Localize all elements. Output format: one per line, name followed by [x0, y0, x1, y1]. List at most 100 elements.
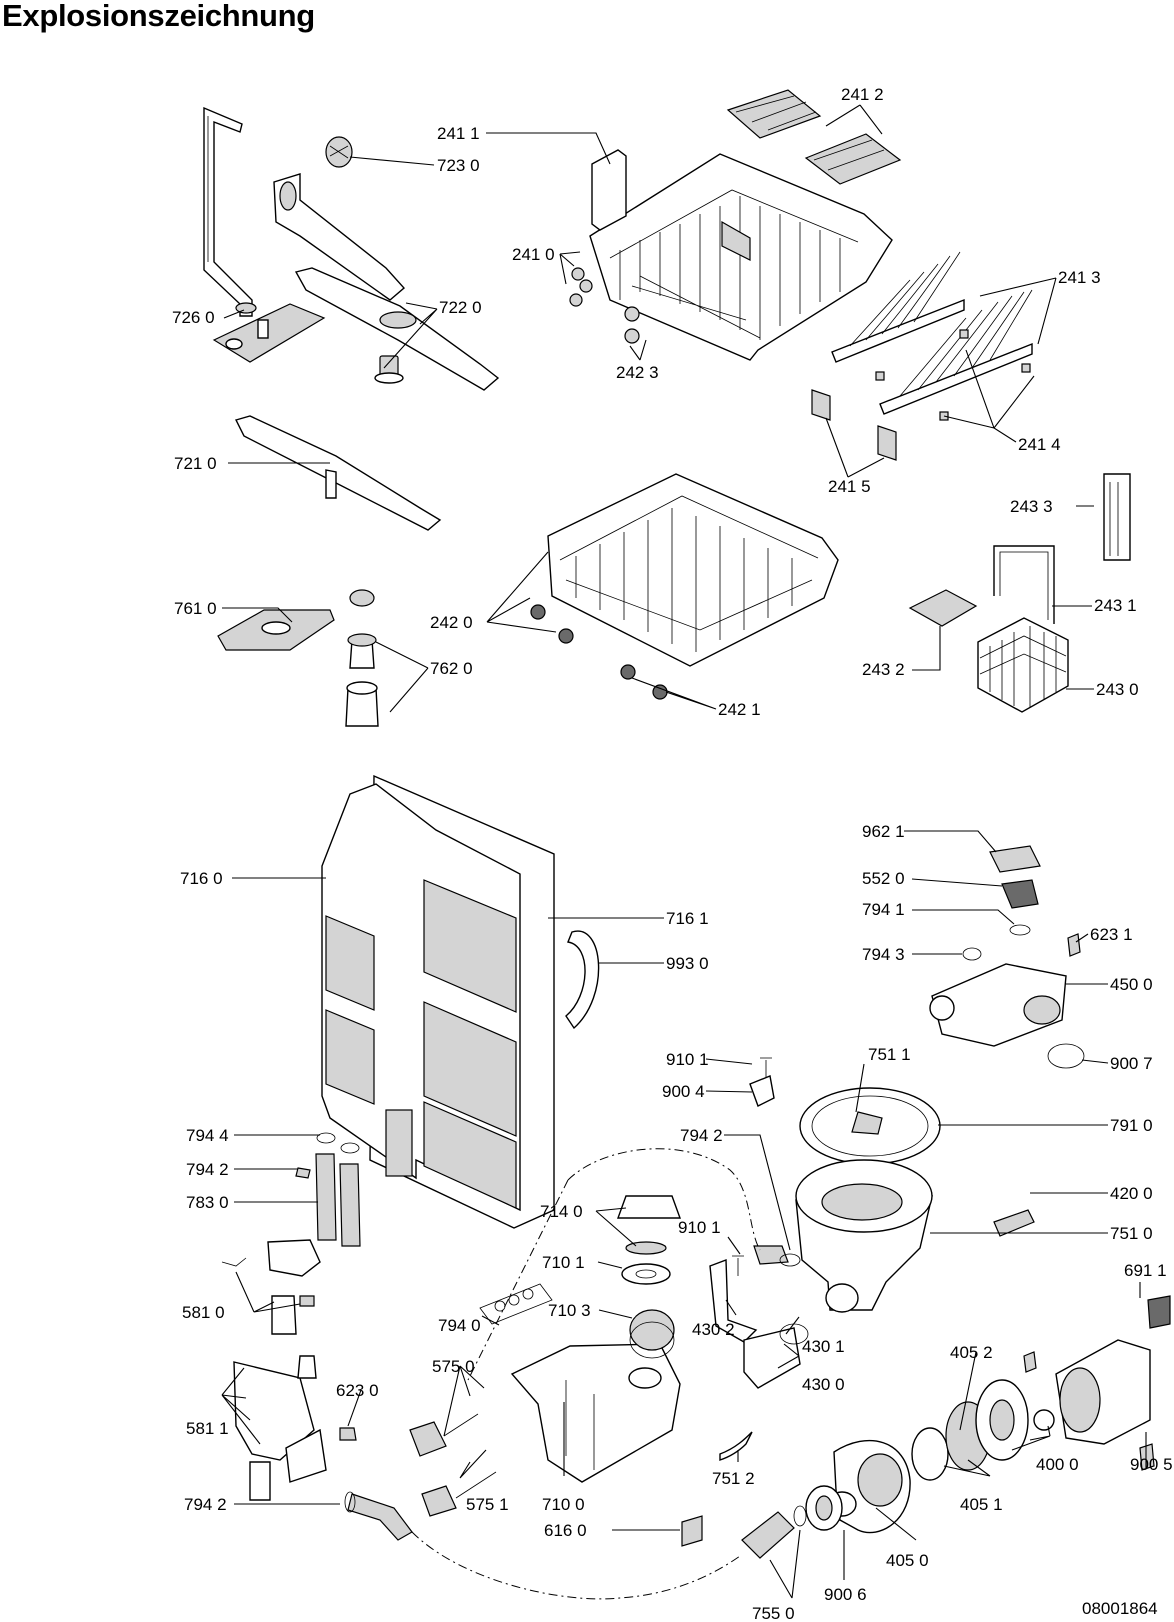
switch-962-1	[989, 845, 1041, 873]
label-405-0: 405 0	[886, 1551, 929, 1570]
label-710-0: 710 0	[542, 1495, 585, 1514]
label-241-0: 241 0	[512, 245, 555, 264]
bracket-430-2	[709, 1259, 758, 1343]
label-791-0: 791 0	[1110, 1116, 1153, 1135]
filter-cylinder-762	[345, 589, 379, 727]
label-755-0: 755 0	[752, 1604, 795, 1622]
label-900-4: 900 4	[662, 1082, 705, 1101]
rings-and-springs-794-783	[295, 1132, 361, 1247]
page-title: Explosionszeichnung	[2, 0, 315, 33]
label-243-0: 243 0	[1096, 680, 1139, 699]
label-243-2: 243 2	[862, 660, 905, 679]
leader-lines	[221, 104, 1147, 1599]
gasket-993	[565, 930, 600, 1030]
label-241-1: 241 1	[437, 124, 480, 143]
clip-623-1	[1067, 933, 1081, 957]
spray-arm-722	[294, 267, 500, 391]
label-575-0: 575 0	[432, 1357, 475, 1376]
label-420-0: 420 0	[1110, 1184, 1153, 1203]
label-762-0: 762 0	[430, 659, 473, 678]
hose-794-2	[753, 1245, 801, 1267]
label-430-1: 430 1	[802, 1337, 845, 1356]
label-794-0: 794 0	[438, 1316, 481, 1335]
label-910-1b: 910 1	[678, 1218, 721, 1237]
label-751-2: 751 2	[712, 1469, 755, 1488]
label-794-1: 794 1	[862, 900, 905, 919]
label-962-1: 962 1	[862, 822, 905, 841]
lower-basket-242	[547, 473, 839, 667]
basket-wheels-242	[530, 604, 668, 700]
label-722-0: 722 0	[439, 298, 482, 317]
plate-616	[681, 1515, 703, 1547]
label-900-6: 900 6	[824, 1585, 867, 1604]
label-710-3: 710 3	[548, 1301, 591, 1320]
label-581-1: 581 1	[186, 1419, 229, 1438]
parts-artwork	[203, 89, 1171, 1600]
label-761-0: 761 0	[174, 599, 217, 618]
label-241-5: 241 5	[828, 477, 871, 496]
label-900-7: 900 7	[1110, 1054, 1153, 1073]
label-794-2c: 794 2	[184, 1495, 227, 1514]
label-751-0: 751 0	[1110, 1224, 1153, 1243]
label-405-1: 405 1	[960, 1495, 1003, 1514]
label-623-1: 623 1	[1090, 925, 1133, 944]
screws-910-1	[732, 1057, 772, 1276]
label-794-3: 794 3	[862, 945, 905, 964]
label-710-1: 710 1	[542, 1253, 585, 1272]
label-400-0: 400 0	[1036, 1455, 1079, 1474]
label-751-1: 751 1	[868, 1045, 911, 1064]
spray-nozzle-723	[325, 136, 353, 168]
part-labels: 241 2 241 1 723 0 241 0 241 3 722 0 726 …	[172, 85, 1173, 1622]
pipe-420	[993, 1209, 1035, 1237]
clip-900-5	[1139, 1443, 1155, 1471]
ring-710-3	[629, 1321, 675, 1359]
label-242-1: 242 1	[718, 700, 761, 719]
basket-rail-rollers-241-0	[569, 267, 640, 344]
hose-755	[344, 1485, 843, 1559]
label-450-0: 450 0	[1110, 975, 1153, 994]
door-panel-716	[321, 774, 555, 1229]
label-243-3: 243 3	[1010, 497, 1053, 516]
label-794-2b: 794 2	[186, 1160, 229, 1179]
water-switch-450	[929, 963, 1067, 1047]
label-900-5: 900 5	[1130, 1455, 1173, 1474]
tine-rows-241-3	[831, 251, 1033, 415]
label-691-1: 691 1	[1124, 1261, 1167, 1280]
label-616-0: 616 0	[544, 1521, 587, 1540]
basket-handle-243-1	[993, 545, 1055, 624]
label-723-0: 723 0	[437, 156, 480, 175]
capacitor-691-1	[1147, 1295, 1171, 1329]
label-430-2: 430 2	[692, 1320, 735, 1339]
motor-400	[1023, 1339, 1151, 1445]
label-405-2: 405 2	[950, 1343, 993, 1362]
label-716-0: 716 0	[180, 869, 223, 888]
label-241-3: 241 3	[1058, 268, 1101, 287]
upper-spray-arm-holder	[273, 173, 406, 301]
seal-ring-794-0	[479, 1283, 553, 1325]
ring-794-1	[1009, 924, 1031, 936]
cup-rack-241-2	[726, 89, 902, 185]
label-783-0: 783 0	[186, 1193, 229, 1212]
heating-valves-575	[409, 1413, 497, 1517]
lower-spray-arm-721	[234, 415, 442, 531]
label-552-0: 552 0	[862, 869, 905, 888]
inlet-valve-581-0	[221, 1239, 321, 1335]
label-716-1: 716 1	[666, 909, 709, 928]
label-243-1: 243 1	[1094, 596, 1137, 615]
pressure-switch-552	[1001, 879, 1039, 909]
label-241-4: 241 4	[1018, 435, 1061, 454]
basket-lid-243-2	[908, 589, 978, 627]
label-242-0: 242 0	[430, 613, 473, 632]
cutlery-holder-243-3	[1103, 473, 1131, 561]
label-993-0: 993 0	[666, 954, 709, 973]
label-794-4: 794 4	[186, 1126, 229, 1145]
sump-cover-791	[799, 1087, 941, 1165]
label-714-0: 714 0	[540, 1202, 583, 1221]
spray-arm-supply-tube	[203, 106, 257, 317]
label-575-1: 575 1	[466, 1495, 509, 1514]
label-430-0: 430 0	[802, 1375, 845, 1394]
label-794-2a: 794 2	[680, 1126, 723, 1145]
sump-710	[510, 1309, 681, 1483]
upper-basket-241	[589, 149, 893, 361]
